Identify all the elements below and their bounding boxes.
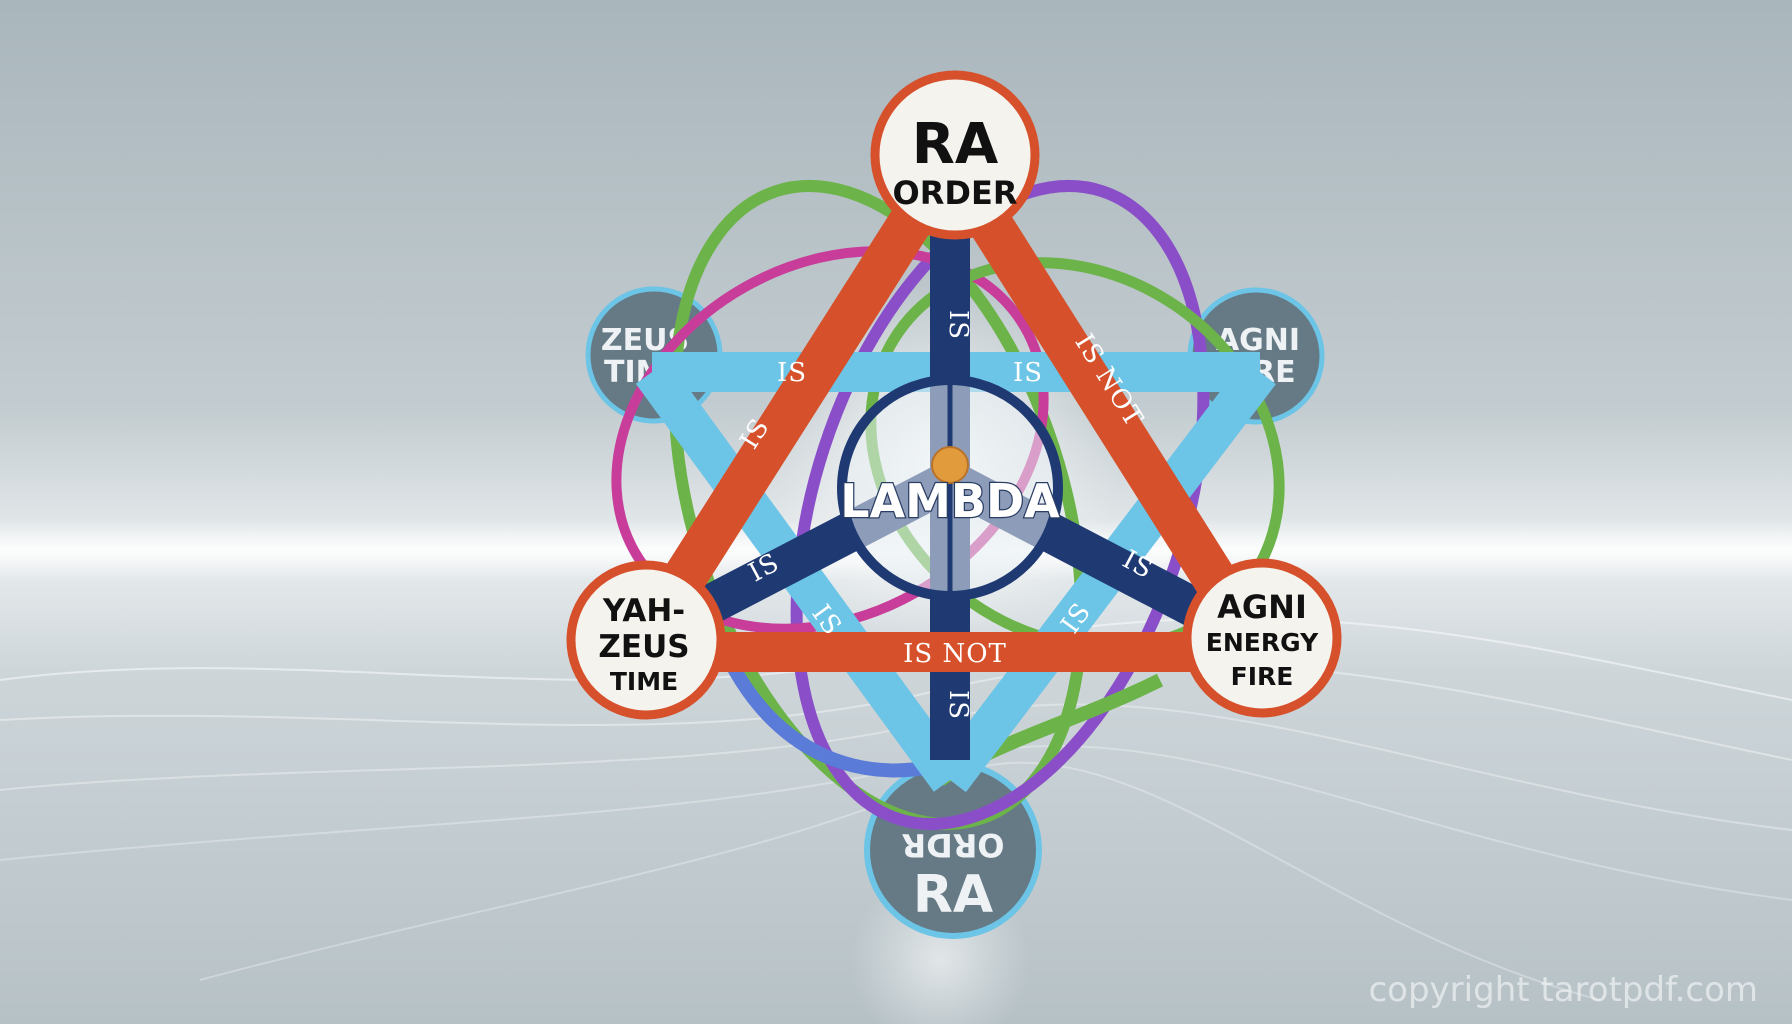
node-ra-order-faded: ORDR RA — [864, 761, 1042, 939]
node-agni-energy-fire: AGNI ENERGY FIRE — [1182, 558, 1342, 718]
node-line-3: FIRE — [1231, 662, 1294, 691]
label-orange-bottom: IS NOT — [903, 639, 1007, 669]
orange-triangle — [627, 148, 1271, 672]
node-circle — [566, 560, 726, 720]
label-horizontal-left: IS — [777, 358, 807, 388]
copyright-watermark: copyright tarotpdf.com — [1368, 970, 1758, 1010]
node-line-2: ORDER — [893, 174, 1018, 212]
label-horizontal-right: IS — [1013, 358, 1043, 388]
node-line-2: ZEUS — [598, 629, 689, 665]
node-line-1: AGNI — [1217, 588, 1307, 626]
orange-band-left — [627, 148, 969, 650]
node-line-2: ENERGY — [1206, 628, 1319, 657]
label-vertical-top: IS — [943, 310, 973, 340]
node-line-1: RA — [912, 112, 999, 177]
node-yah-zeus-time: YAH- ZEUS TIME — [566, 560, 726, 720]
center-hub: LAMBDA — [837, 375, 1063, 601]
node-circle — [1182, 558, 1342, 718]
node-mirrored-line: ORDR — [901, 826, 1004, 864]
node-line-1: YAH- — [602, 593, 685, 629]
orange-band-right — [931, 148, 1271, 650]
node-line-2: RA — [913, 865, 993, 925]
center-orb — [931, 446, 969, 484]
purple-ring — [790, 179, 1210, 831]
node-ra-order: RA ORDER — [870, 70, 1040, 240]
node-circle — [870, 70, 1040, 240]
node-line-3: TIME — [610, 667, 678, 696]
center-label: LAMBDA — [840, 474, 1060, 528]
label-vertical-bottom: IS — [943, 690, 973, 720]
